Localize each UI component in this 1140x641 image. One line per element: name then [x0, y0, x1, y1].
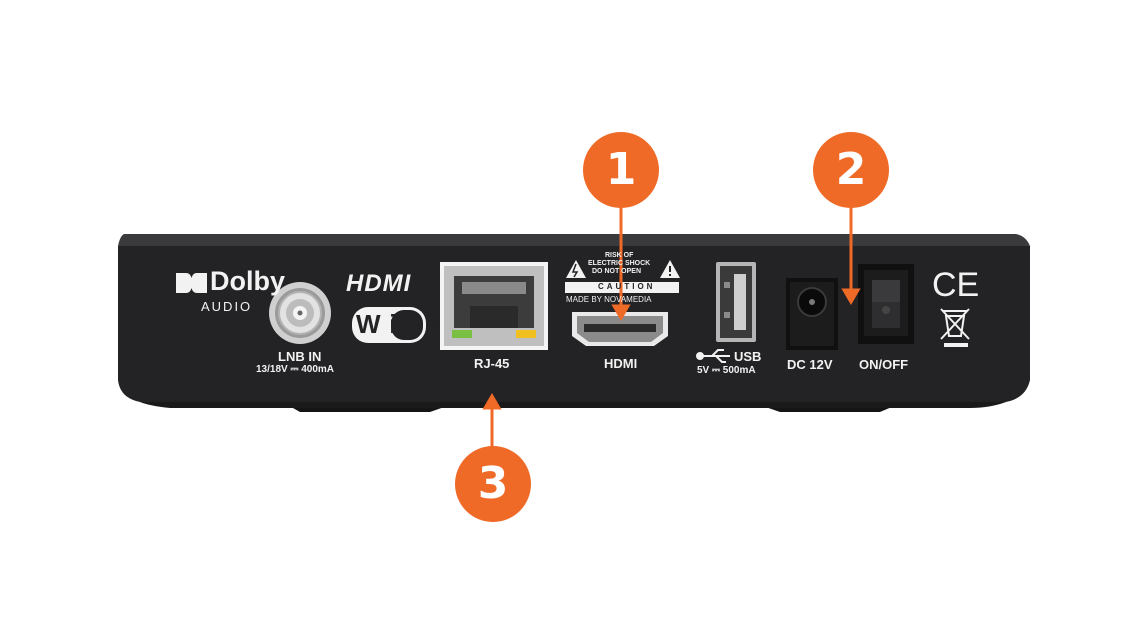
rj45-port-icon: [440, 262, 548, 350]
ce-mark-text: CE: [932, 266, 980, 304]
callout-1-arrowhead: [611, 304, 631, 321]
usb-spec-label: 5V ⎓ 500mA: [697, 365, 756, 376]
rj45-label: RJ-45: [474, 356, 510, 371]
warning-line1: RISK OF: [605, 252, 634, 259]
hdmi-port-icon: [572, 312, 668, 346]
weee-bar: [944, 343, 968, 347]
callout-3-arrowhead: [482, 393, 502, 410]
usb-label: USB: [734, 349, 762, 364]
hdmi-label: HDMI: [604, 356, 638, 371]
device-top-rim: [118, 234, 1030, 246]
warning-exclamation-icon: [660, 260, 680, 278]
callout-badge-2: 2: [813, 132, 889, 208]
lnb-spec-label: 13/18V ⎓ 400mA: [256, 364, 335, 375]
dolby-logo-icon: [176, 273, 207, 293]
power-label: ON/OFF: [859, 357, 909, 372]
made-by-text: MADE BY NOVAMEDIA: [566, 295, 652, 304]
wifi-logo-fi-badge: [391, 310, 423, 340]
lnb-connector-icon: [269, 282, 331, 344]
usb-port-icon: [716, 262, 756, 342]
callout-badge-3: 3: [455, 446, 531, 522]
lnb-in-label: LNB IN: [278, 349, 322, 364]
power-switch-icon: [858, 264, 914, 344]
callout-badge-1: 1: [583, 132, 659, 208]
warning-triangle-icon: [566, 260, 586, 278]
usb-symbol-icon: [696, 349, 730, 363]
weee-bin-icon: [940, 308, 970, 340]
warning-line3: DO NOT OPEN: [592, 268, 642, 275]
wifi-logo-text: WiFi: [356, 309, 447, 339]
hdmi-logo-text: HDMI: [346, 270, 412, 297]
dc-jack-icon: [786, 278, 838, 350]
callout-2-arrowhead: [841, 288, 861, 305]
warning-line2: ELECTRIC SHOCK: [588, 260, 651, 267]
device-bottom-edge: [140, 402, 1006, 408]
dolby-audio-text: AUDIO: [201, 299, 253, 314]
dc-label: DC 12V: [787, 357, 833, 372]
caution-text: CAUTION: [598, 282, 656, 291]
dolby-logo-text: Dolby: [210, 266, 286, 296]
